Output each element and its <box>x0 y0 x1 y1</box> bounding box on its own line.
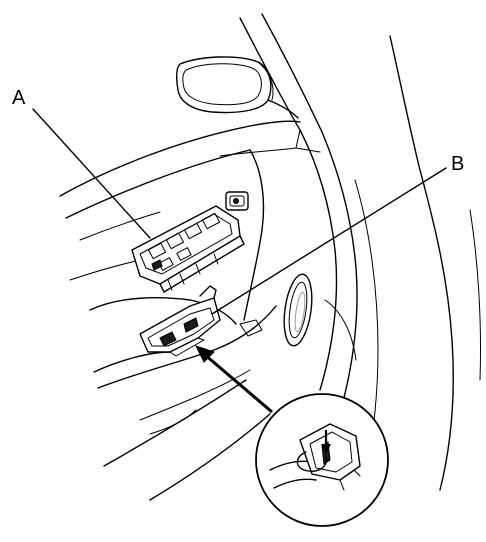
power-window-switch-panel <box>131 205 245 293</box>
door-armrest <box>89 297 277 501</box>
side-mirror <box>175 56 299 119</box>
detail-arrow <box>195 345 273 414</box>
door-trim-upper <box>59 120 301 321</box>
leader-line-b <box>211 167 447 315</box>
callout-label-b: B <box>451 153 464 175</box>
connector-detail-circle <box>255 393 389 527</box>
door-lock-knob <box>225 191 249 211</box>
callout-label-a: A <box>12 87 26 109</box>
leader-line-a <box>32 108 151 239</box>
switch-connector-housing <box>139 285 221 357</box>
door-speaker <box>283 273 313 347</box>
callout-leaders <box>32 108 447 315</box>
door-frame <box>219 13 481 501</box>
